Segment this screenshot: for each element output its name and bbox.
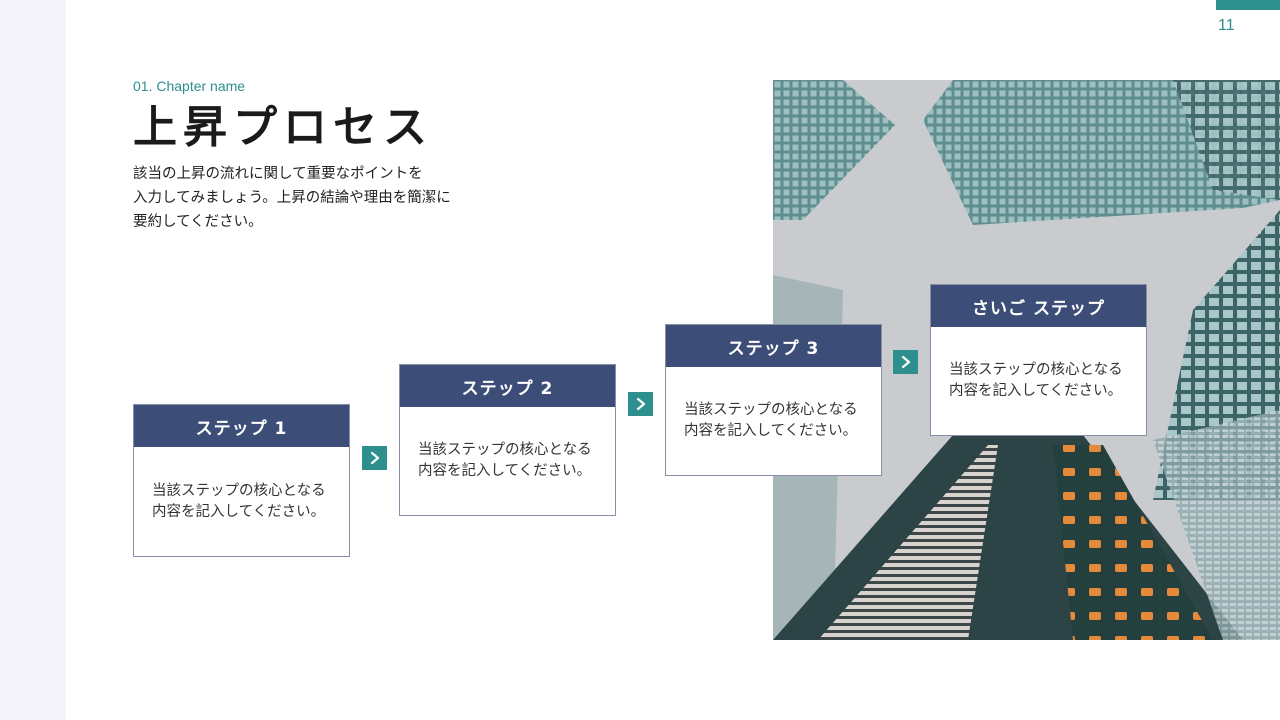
slide-title: 上昇プロセス: [133, 102, 433, 153]
step-body-line: 当該ステップの核心となる: [949, 362, 1123, 378]
step-body: 当該ステップの核心となる 内容を記入してください。: [134, 447, 349, 556]
chevron-right-icon: [628, 392, 653, 416]
description-line: 入力してみましょう。上昇の結論や理由を簡潔に: [133, 190, 451, 206]
step-card-final: さいご ステップ 当該ステップの核心となる 内容を記入してください。: [930, 284, 1147, 436]
step-body: 当該ステップの核心となる 内容を記入してください。: [400, 407, 615, 515]
step-body-line: 内容を記入してください。: [949, 383, 1123, 399]
description-line: 該当の上昇の流れに関して重要なポイントを: [133, 166, 423, 182]
page-number-tab: [1216, 0, 1280, 10]
slide-description: 該当の上昇の流れに関して重要なポイントを 入力してみましょう。上昇の結論や理由を…: [133, 162, 493, 234]
step-title: ステップ 3: [666, 325, 881, 367]
chevron-right-icon: [893, 350, 918, 374]
step-title: ステップ 1: [134, 405, 349, 447]
step-title: さいご ステップ: [931, 285, 1146, 327]
step-card-1: ステップ 1 当該ステップの核心となる 内容を記入してください。: [133, 404, 350, 557]
step-body-line: 当該ステップの核心となる: [684, 402, 858, 418]
description-line: 要約してください。: [133, 214, 263, 230]
step-body-line: 内容を記入してください。: [684, 423, 858, 439]
step-title: ステップ 2: [400, 365, 615, 407]
step-card-3: ステップ 3 当該ステップの核心となる 内容を記入してください。: [665, 324, 882, 476]
step-body-line: 当該ステップの核心となる: [152, 482, 326, 499]
step-card-2: ステップ 2 当該ステップの核心となる 内容を記入してください。: [399, 364, 616, 516]
page-number: 11: [1218, 17, 1235, 34]
left-side-strip: [0, 0, 66, 720]
step-body: 当該ステップの核心となる 内容を記入してください。: [666, 367, 881, 475]
chevron-right-icon: [362, 446, 387, 470]
step-body-line: 内容を記入してください。: [152, 503, 326, 520]
step-body-line: 内容を記入してください。: [418, 463, 592, 479]
step-body-line: 当該ステップの核心となる: [418, 442, 592, 458]
step-body: 当該ステップの核心となる 内容を記入してください。: [931, 327, 1146, 435]
chapter-label: 01. Chapter name: [133, 78, 246, 94]
